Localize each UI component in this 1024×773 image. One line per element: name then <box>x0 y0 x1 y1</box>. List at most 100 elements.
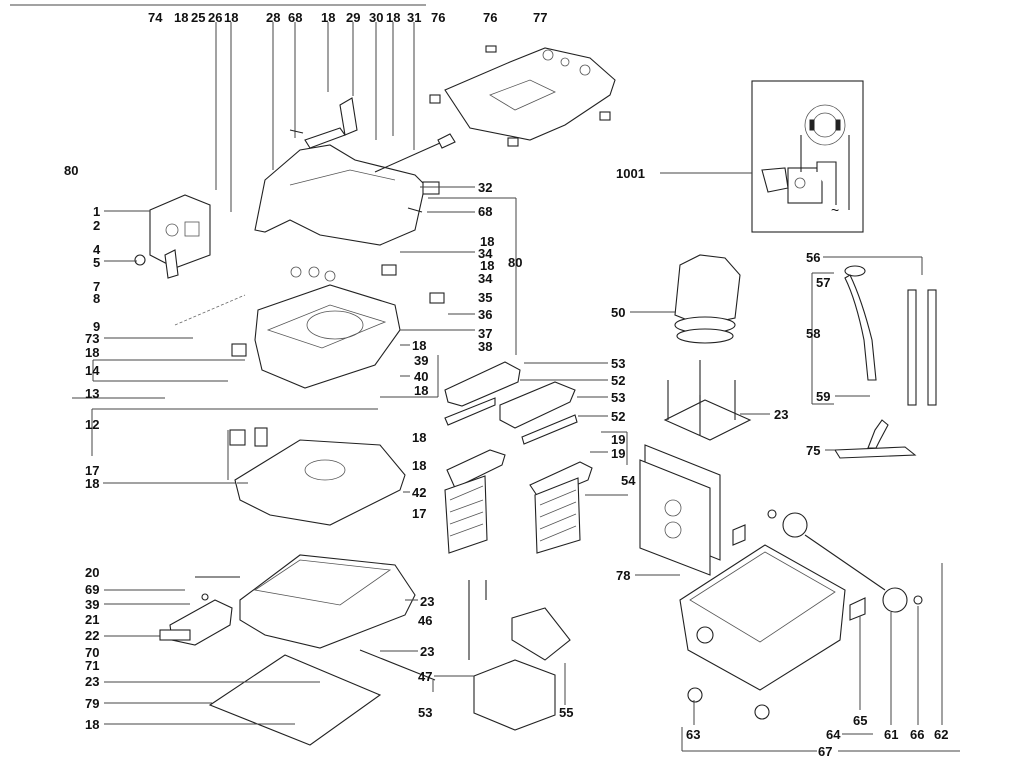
bottom-plate-79 <box>104 589 382 746</box>
callout-63: 63 <box>686 727 701 742</box>
lower-housing <box>227 427 418 652</box>
callout-2: 2 <box>93 218 101 233</box>
callout-30: 30 <box>369 10 384 25</box>
callout-53: 53 <box>611 390 626 405</box>
callout-80: 80 <box>508 255 523 270</box>
callout-14: 14 <box>85 363 100 378</box>
callout-20: 20 <box>85 565 100 580</box>
callout-26: 26 <box>208 10 223 25</box>
callout-68: 68 <box>288 10 303 25</box>
callout-8: 8 <box>93 291 101 306</box>
callout-18: 18 <box>412 430 427 445</box>
callout-25: 25 <box>191 10 206 25</box>
callout-18: 18 <box>480 258 495 273</box>
callout-52: 52 <box>611 373 626 388</box>
callout-31: 31 <box>407 10 422 25</box>
callout-22: 22 <box>85 628 100 643</box>
callout-18: 18 <box>414 383 429 398</box>
top-leaders <box>215 22 415 212</box>
callout-59: 59 <box>816 389 831 404</box>
callout-76: 76 <box>483 10 498 25</box>
callout-34: 34 <box>478 271 493 286</box>
callout-19: 19 <box>611 432 626 447</box>
callout-34: 34 <box>478 246 493 261</box>
callout-18: 18 <box>386 10 401 25</box>
callout-70: 70 <box>85 645 100 660</box>
callout-17: 17 <box>412 506 427 521</box>
callout-53: 53 <box>418 705 433 720</box>
callout-56: 56 <box>806 250 821 265</box>
callout-32: 32 <box>478 180 493 195</box>
callout-78: 78 <box>616 568 631 583</box>
callout-5: 5 <box>93 255 101 270</box>
ac-symbol: ~ <box>831 202 840 218</box>
base-tray-77 <box>429 45 616 147</box>
callout-35: 35 <box>478 290 493 305</box>
center-leaders <box>380 186 517 398</box>
callout-1: 1 <box>93 204 101 219</box>
top-cover-28 <box>254 97 456 246</box>
callout-47: 47 <box>418 669 433 684</box>
callout-74: 74 <box>148 10 163 25</box>
callout-7: 7 <box>93 279 101 294</box>
motor-housing-upper <box>231 264 445 389</box>
callout-18: 18 <box>85 717 100 732</box>
callout-71: 71 <box>85 658 100 673</box>
callout-38: 38 <box>478 339 493 354</box>
callout-39: 39 <box>85 597 100 612</box>
callout-67: 67 <box>818 744 833 759</box>
callout-17: 17 <box>85 463 100 478</box>
box-47 <box>359 580 571 731</box>
callout-12: 12 <box>85 417 100 432</box>
callout-18: 18 <box>224 10 239 25</box>
callout-64: 64 <box>826 727 841 742</box>
callout-77: 77 <box>533 10 548 25</box>
callout-57: 57 <box>816 275 831 290</box>
callout-23: 23 <box>85 674 100 689</box>
callout-46: 46 <box>418 613 433 628</box>
callout-40: 40 <box>414 369 429 384</box>
hose-and-tubes <box>811 256 937 459</box>
callout-80: 80 <box>64 163 79 178</box>
filters <box>444 361 628 554</box>
callout-29: 29 <box>346 10 361 25</box>
left-leaders <box>72 210 378 484</box>
handle-parts <box>159 576 240 646</box>
switch-panel <box>134 194 211 279</box>
callout-18: 18 <box>174 10 189 25</box>
wiring-inset-1001 <box>660 80 864 233</box>
callout-62: 62 <box>934 727 949 742</box>
callout-21: 21 <box>85 612 100 627</box>
callout-65: 65 <box>853 713 868 728</box>
callout-18: 18 <box>412 458 427 473</box>
callout-66: 66 <box>910 727 925 742</box>
callout-18: 18 <box>412 338 427 353</box>
callout-54: 54 <box>621 473 636 488</box>
callout-42: 42 <box>412 485 427 500</box>
callout-61: 61 <box>884 727 899 742</box>
callout-4: 4 <box>93 242 101 257</box>
callout-18: 18 <box>85 345 100 360</box>
callout-53: 53 <box>611 356 626 371</box>
callout-19: 19 <box>611 446 626 461</box>
callout-1001: 1001 <box>616 166 645 181</box>
callout-69: 69 <box>85 582 100 597</box>
callout-36: 36 <box>478 307 493 322</box>
callout-50: 50 <box>611 305 626 320</box>
callout-18: 18 <box>85 476 100 491</box>
callout-28: 28 <box>266 10 281 25</box>
callout-73: 73 <box>85 331 100 346</box>
callout-23: 23 <box>420 644 435 659</box>
callout-37: 37 <box>478 326 493 341</box>
callout-23: 23 <box>420 594 435 609</box>
callout-18: 18 <box>480 234 495 249</box>
callout-79: 79 <box>85 696 100 711</box>
callout-75: 75 <box>806 443 821 458</box>
filter-bag <box>639 444 721 576</box>
callout-52: 52 <box>611 409 626 424</box>
callout-9: 9 <box>93 319 101 334</box>
callout-58: 58 <box>806 326 821 341</box>
motor-stand-23 <box>663 360 770 441</box>
